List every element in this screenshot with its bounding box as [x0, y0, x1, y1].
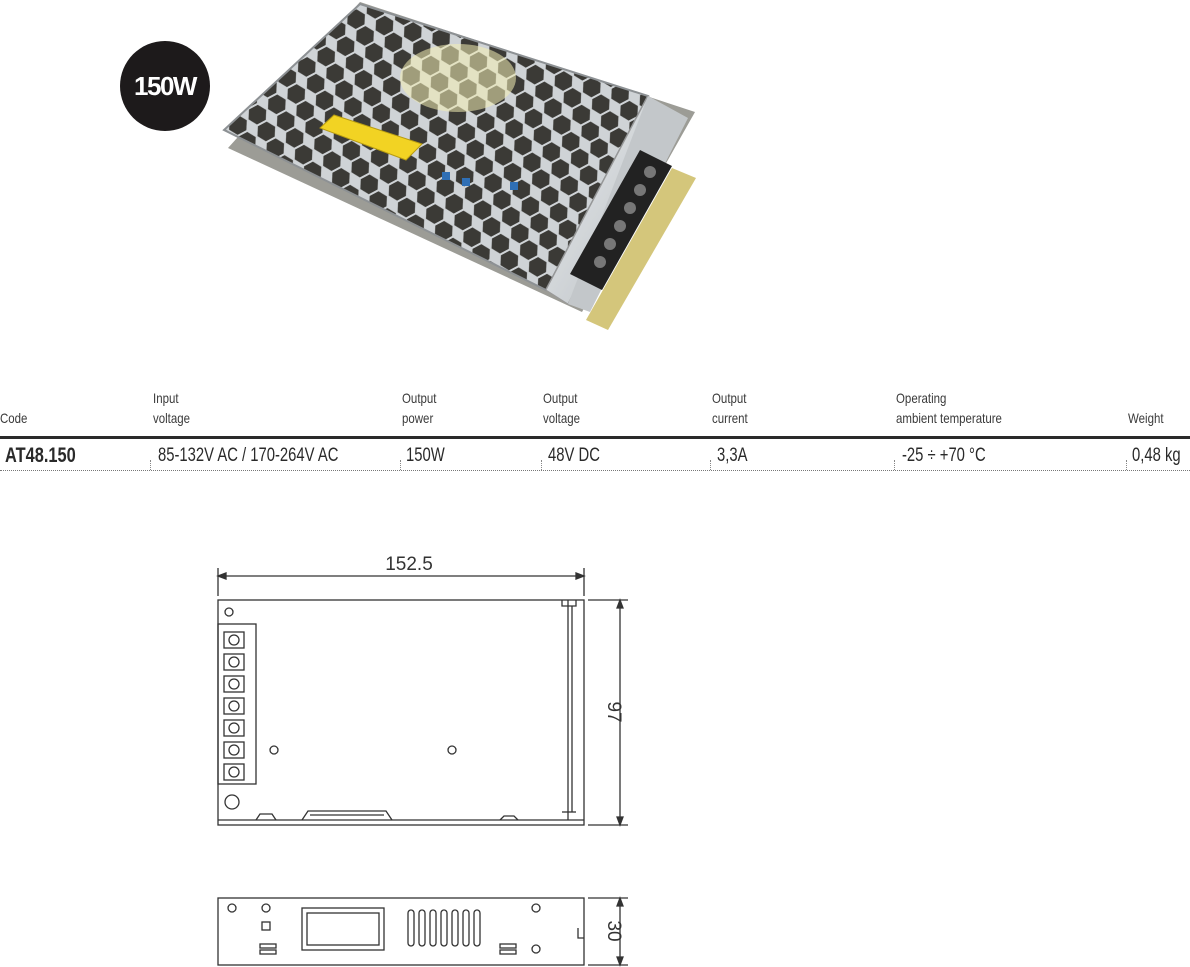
cell-output-power: 150W	[406, 445, 445, 466]
cell-output-current: 3,3A	[717, 445, 748, 466]
product-photo	[222, 2, 696, 330]
cell-code: AT48.150	[5, 444, 76, 467]
column-divider	[894, 460, 895, 470]
dimension-height: 30	[603, 920, 624, 941]
cell-temperature: -25 ÷ +70 °C	[902, 445, 986, 466]
power-badge-label: 150W	[134, 70, 197, 101]
column-divider	[150, 460, 151, 470]
header-weight: Weight	[1128, 410, 1164, 426]
cell-weight: 0,48 kg	[1132, 445, 1181, 466]
dimension-length: 152.5	[385, 554, 433, 575]
dimension-drawings: 152.5 97 30	[216, 554, 628, 967]
header-rule	[0, 436, 1190, 439]
column-divider	[400, 460, 401, 470]
column-divider	[710, 460, 711, 470]
row-rule	[0, 470, 1190, 471]
cell-output-voltage: 48V DC	[548, 445, 600, 466]
power-badge: 150W	[120, 41, 210, 131]
cell-input-voltage: 85-132V AC / 170-264V AC	[158, 445, 339, 466]
header-code: Code	[0, 410, 28, 426]
column-divider	[541, 460, 542, 470]
column-divider	[1126, 460, 1127, 470]
dimension-width: 97	[603, 701, 624, 722]
